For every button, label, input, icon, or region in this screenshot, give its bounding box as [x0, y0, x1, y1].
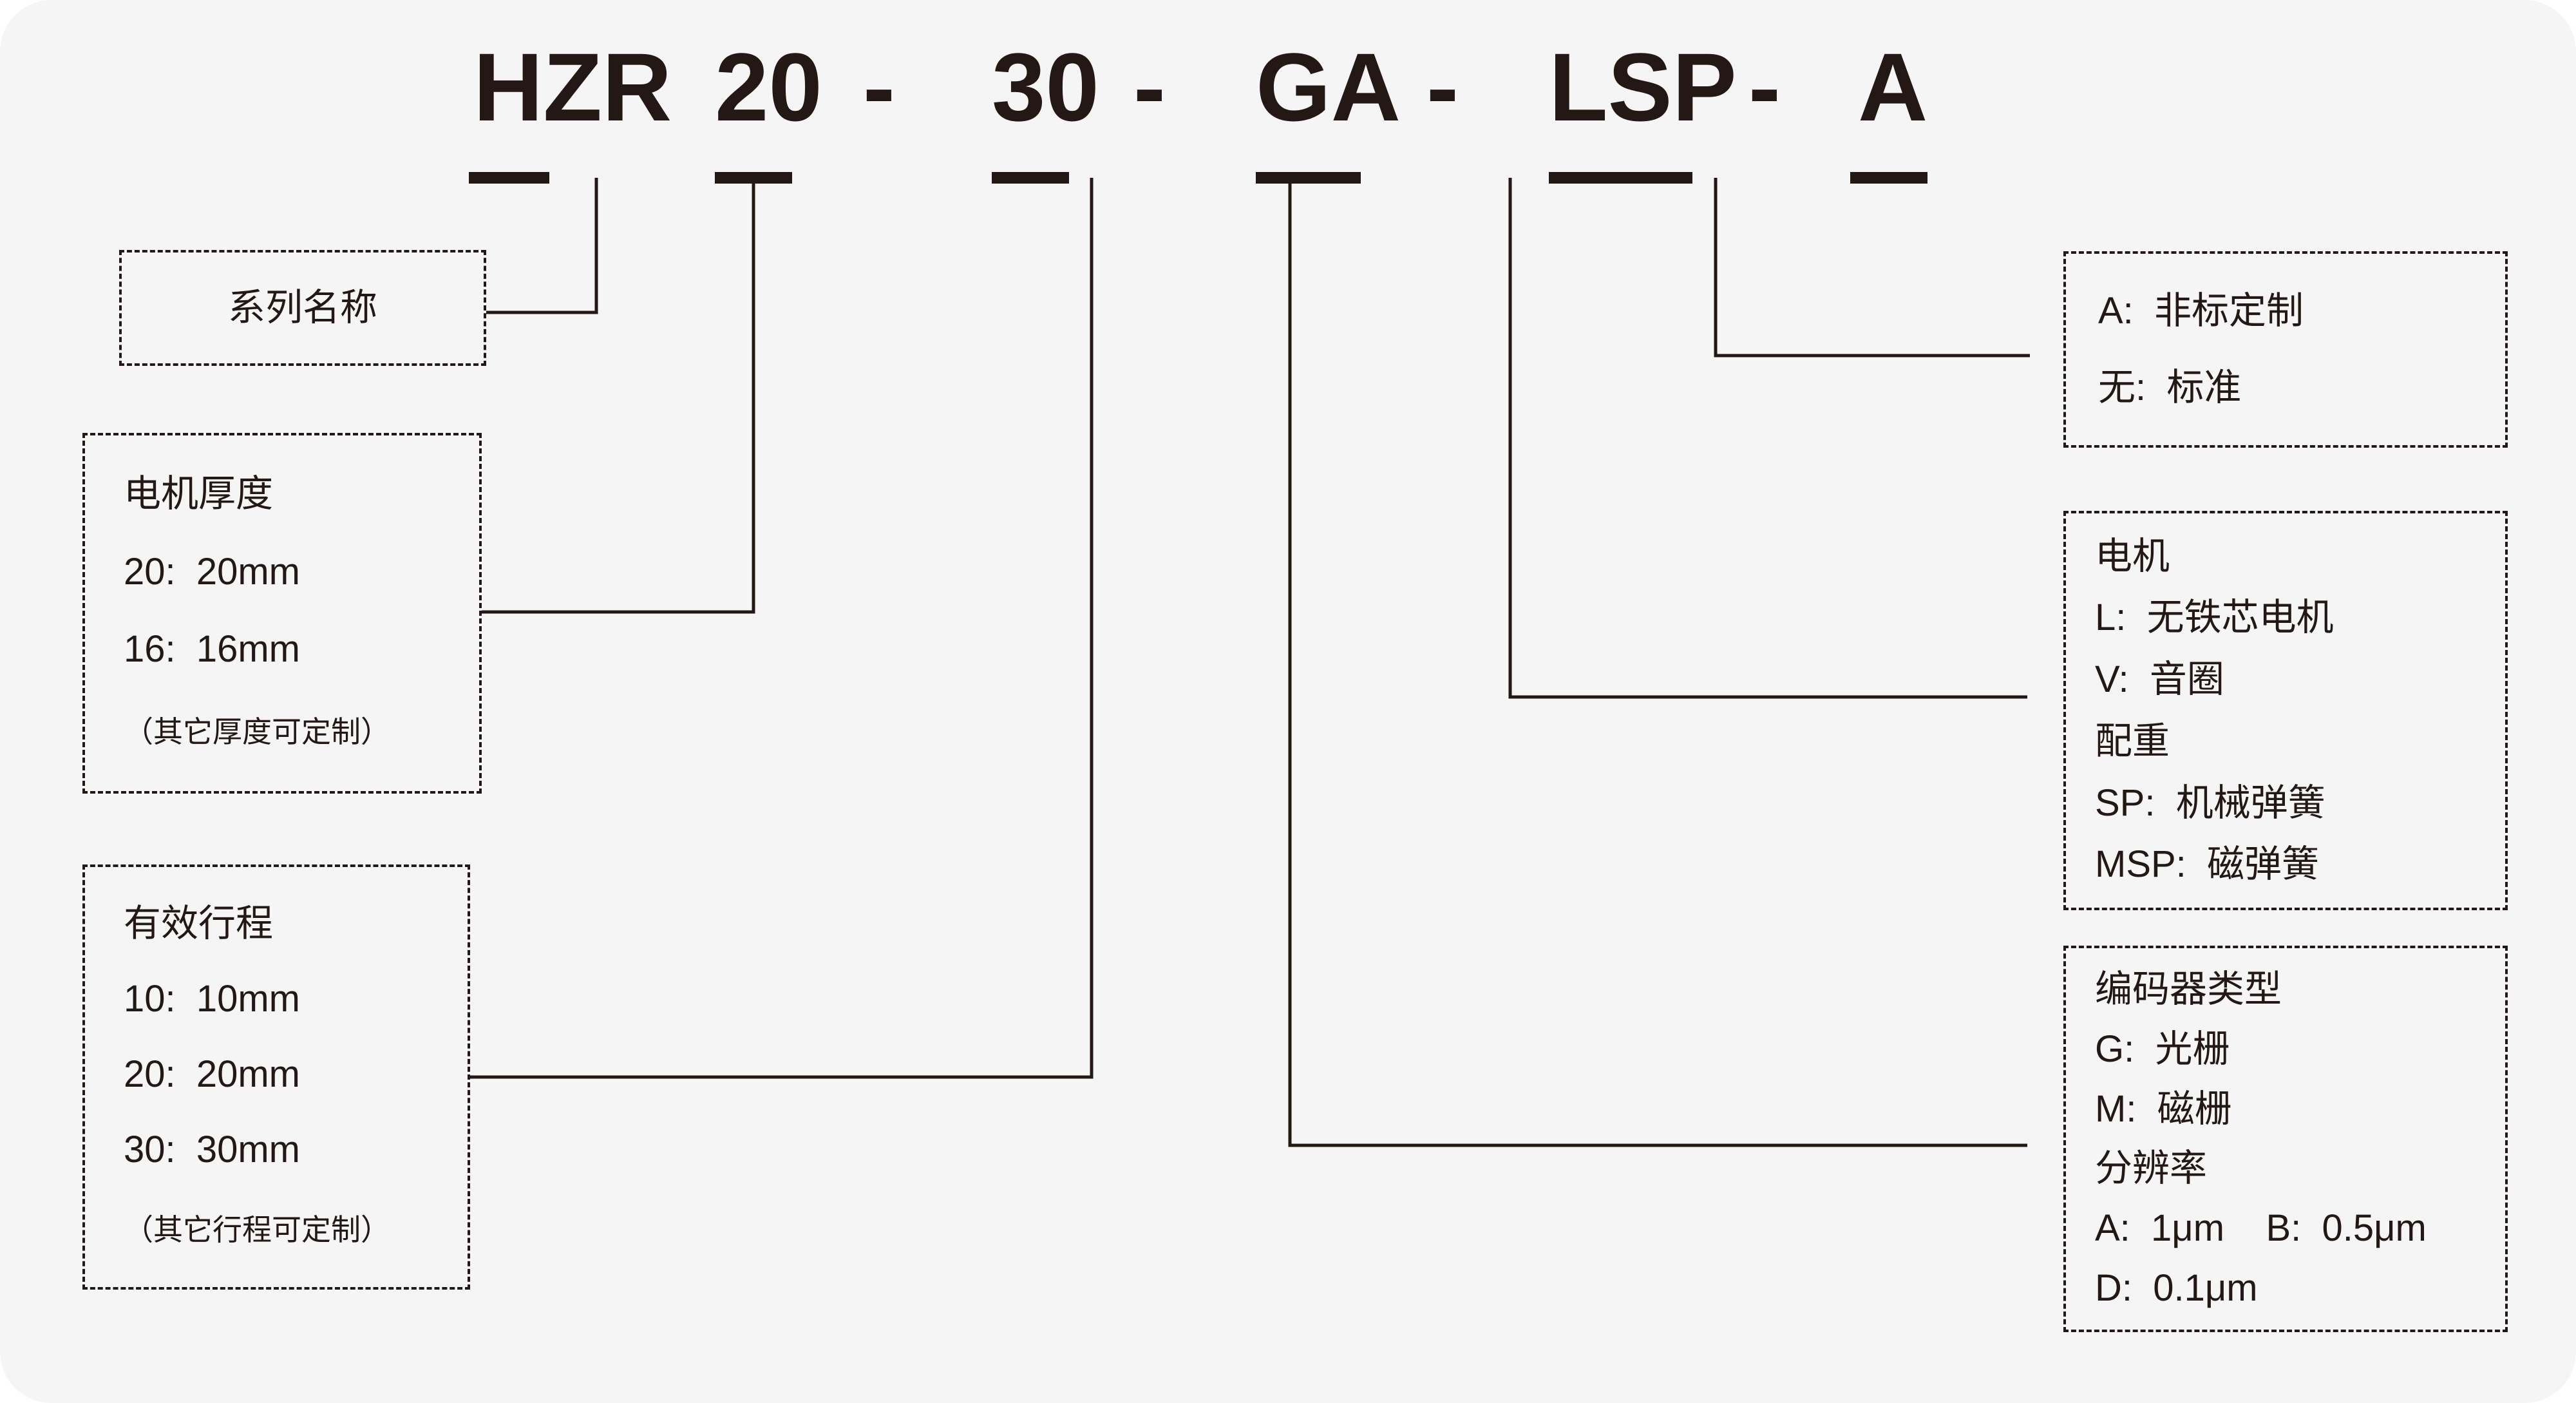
encoder-type-row-g: G: 光栅: [2095, 1027, 2230, 1070]
encoder-type-heading: 编码器类型: [2095, 968, 2282, 1010]
leader-motor-thickness: [482, 178, 755, 614]
callout-box-effective-stroke: 有效行程 10: 10mm 20: 20mm 30: 30mm （其它行程可定制…: [82, 864, 470, 1290]
encoder-resolution-row-ab: A: 1μm B: 0.5μm: [2095, 1207, 2427, 1250]
motor-thickness-row-20: 20: 20mm: [124, 550, 300, 593]
effective-stroke-heading: 有效行程: [124, 902, 274, 944]
callout-box-series-name: 系列名称: [119, 250, 486, 366]
counterweight-row-sp: SP: 机械弹簧: [2095, 781, 2325, 824]
code-separator-3: -: [1426, 33, 1459, 141]
effective-stroke-row-10: 10: 10mm: [124, 978, 300, 1020]
customization-row-a: A: 非标定制: [2098, 290, 2304, 332]
leader-effective-stroke: [470, 178, 1094, 1079]
encoder-type-row-m: M: 磁栅: [2095, 1087, 2232, 1130]
counterweight-heading: 配重: [2095, 720, 2170, 762]
leader-encoder: [1288, 178, 2027, 1147]
counterweight-row-msp: MSP: 磁弹簧: [2095, 843, 2320, 886]
motor-thickness-note: （其它厚度可定制）: [124, 714, 390, 749]
callout-box-customization: A: 非标定制 无: 标准: [2063, 251, 2508, 448]
encoder-resolution-heading: 分辨率: [2095, 1147, 2208, 1190]
code-separator-1: -: [863, 33, 895, 141]
code-separator-2: -: [1133, 33, 1166, 141]
motor-heading: 电机: [2095, 535, 2170, 577]
customization-row-none: 无: 标准: [2098, 366, 2242, 408]
code-separator-4: -: [1748, 33, 1781, 141]
effective-stroke-row-20: 20: 20mm: [124, 1053, 300, 1095]
callout-box-motor-counterweight: 电机 L: 无铁芯电机 V: 音圈 配重 SP: 机械弹簧 MSP: 磁弹簧: [2063, 511, 2508, 910]
leader-series-name: [486, 178, 598, 314]
motor-row-l: L: 无铁芯电机: [2095, 597, 2334, 639]
effective-stroke-row-30: 30: 30mm: [124, 1129, 300, 1170]
callout-box-encoder: 编码器类型 G: 光栅 M: 磁栅 分辨率 A: 1μm B: 0.5μm D:…: [2063, 946, 2508, 1332]
code-segment-customization: A: [1858, 33, 1928, 141]
callout-box-motor-thickness: 电机厚度 20: 20mm 16: 16mm （其它厚度可定制）: [82, 433, 482, 794]
code-segment-series: HZR: [473, 33, 672, 141]
encoder-resolution-row-d: D: 0.1μm: [2095, 1267, 2258, 1310]
code-segment-stroke: 30: [992, 33, 1099, 141]
series-name-heading: 系列名称: [227, 287, 377, 329]
motor-row-v: V: 音圈: [2095, 658, 2224, 701]
code-segment-motor: LSP: [1549, 33, 1737, 141]
leader-customization: [1714, 178, 2030, 358]
motor-thickness-heading: 电机厚度: [124, 473, 274, 515]
code-segment-encoder: GA: [1256, 33, 1401, 141]
leader-motor: [1508, 178, 2027, 699]
code-segment-thickness: 20: [715, 33, 822, 141]
effective-stroke-note: （其它行程可定制）: [124, 1213, 390, 1246]
motor-thickness-row-16: 16: 16mm: [124, 628, 300, 671]
